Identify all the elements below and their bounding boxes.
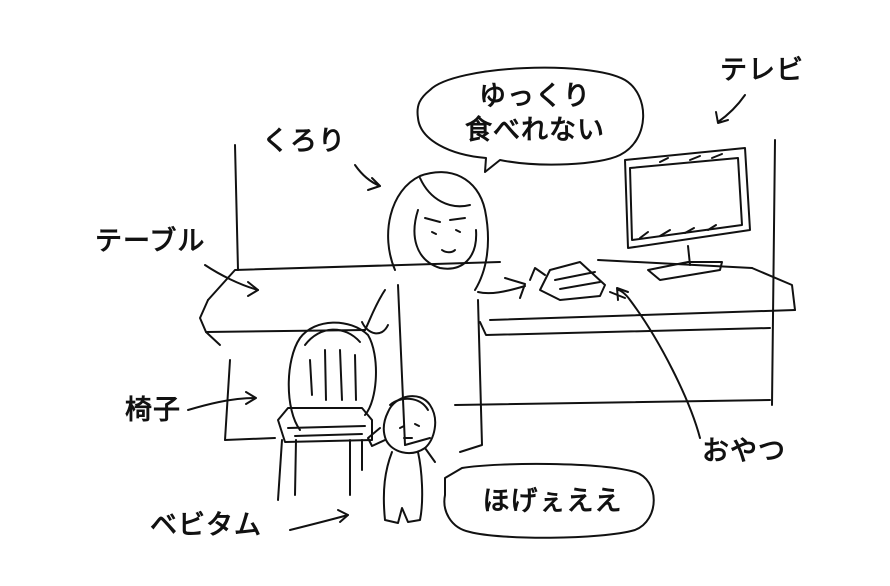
- baby-drawing: [367, 395, 437, 524]
- arrow-tv: [717, 94, 746, 123]
- bubble-mother-line1: ゆっくり: [479, 81, 591, 112]
- arrow-table: [204, 264, 259, 291]
- label-table: テーブル: [95, 226, 206, 257]
- bubble-mother-line2: 食べれない: [465, 114, 605, 146]
- wall-right-line: [771, 139, 776, 406]
- mother-drawing: [361, 171, 526, 453]
- arrow-snack: [617, 289, 701, 439]
- tv-drawing: [624, 147, 751, 281]
- speech-bubble-mother: [416, 66, 645, 173]
- arrow-chair: [187, 397, 256, 411]
- arrow-baby: [289, 514, 349, 531]
- bubble-text-mother: ゆっくり 食べれない: [435, 80, 635, 148]
- table-drawing: [199, 259, 796, 441]
- speech-bubble-baby: [443, 462, 655, 539]
- wall-left-line: [234, 144, 239, 271]
- chair-drawing: [277, 321, 377, 501]
- bubble-text-baby: ほげぇええ: [482, 486, 623, 517]
- label-tv: テレビ: [720, 55, 804, 86]
- label-kurori: くろり: [262, 126, 346, 157]
- snack-drawing: [529, 261, 626, 301]
- label-snack: おやつ: [702, 436, 786, 467]
- label-chair: 椅子: [125, 395, 181, 426]
- label-baby: ベビタム: [150, 510, 262, 541]
